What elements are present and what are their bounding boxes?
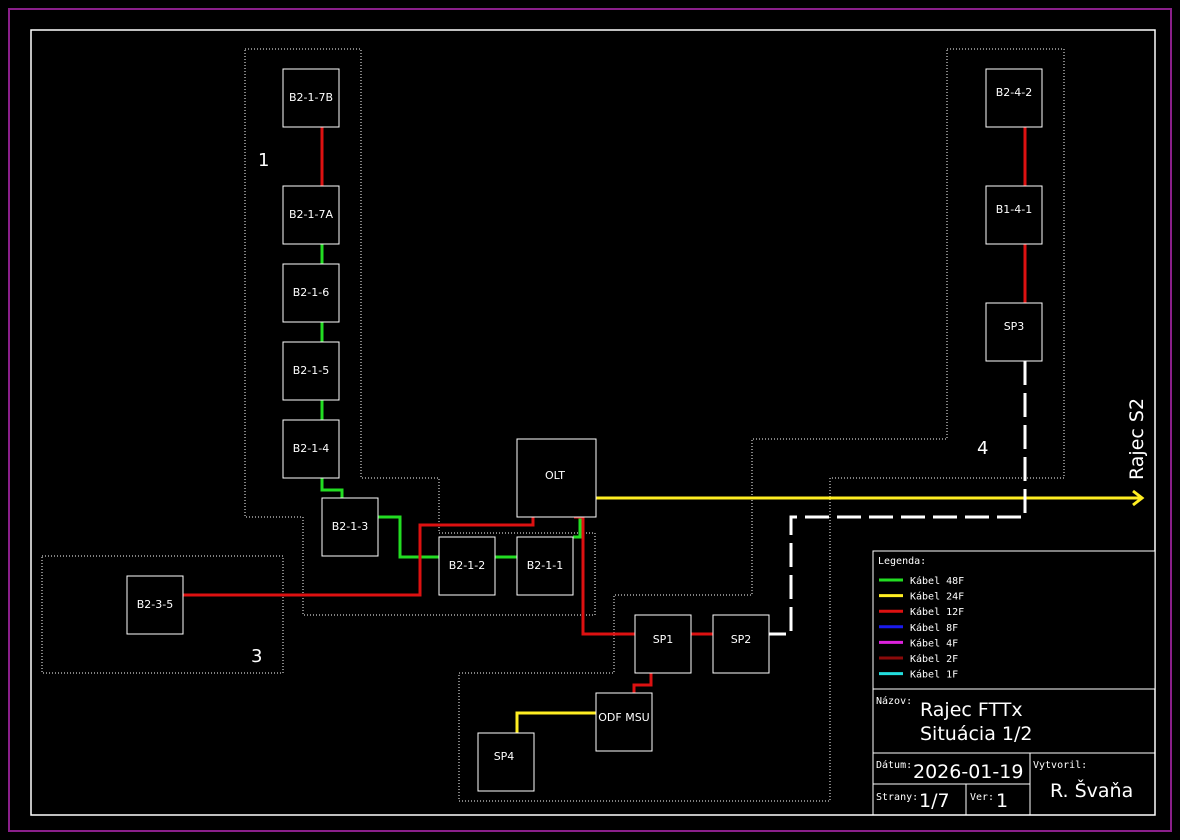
zone-4-outline bbox=[458, 48, 1065, 802]
zone-3-number: 3 bbox=[251, 646, 262, 667]
zone-4-number: 4 bbox=[977, 438, 988, 459]
author-value: R. Švaňa bbox=[1050, 778, 1133, 802]
node-label: B2-1-6 bbox=[293, 286, 329, 299]
node-label: B1-4-1 bbox=[996, 203, 1032, 216]
author-label: Vytvoril: bbox=[1033, 760, 1087, 771]
node-label: ODF MSU bbox=[598, 711, 649, 724]
node-label: SP2 bbox=[731, 633, 752, 646]
node-label: B2-1-1 bbox=[527, 559, 563, 572]
nodes: B2-1-7B B2-1-7A B2-1-6 B2-1-5 B2-1-4 B2-… bbox=[126, 68, 1043, 792]
inner-frame bbox=[30, 29, 1156, 816]
legend-label: Kábel 2F bbox=[910, 653, 958, 665]
node-sp2[interactable]: SP2 bbox=[712, 614, 770, 674]
version-value: 1 bbox=[996, 790, 1008, 812]
date-label: Dátum: bbox=[876, 759, 912, 771]
cable-sp1-odf bbox=[632, 673, 653, 693]
zone-1-number: 1 bbox=[258, 150, 269, 171]
cable-olt-b211 bbox=[573, 517, 582, 539]
node-odf-msu[interactable]: ODF MSU bbox=[595, 692, 653, 752]
node-label: B2-1-2 bbox=[449, 559, 485, 572]
node-b2-1-6[interactable]: B2-1-6 bbox=[282, 263, 340, 323]
node-b2-1-5[interactable]: B2-1-5 bbox=[282, 341, 340, 401]
name-label: Názov: bbox=[876, 695, 912, 707]
node-label: SP3 bbox=[1004, 320, 1025, 333]
cable-olt-sp1 bbox=[574, 515, 635, 636]
node-sp1[interactable]: SP1 bbox=[634, 614, 692, 674]
node-label: B2-1-4 bbox=[293, 442, 329, 455]
cable-b214-b213 bbox=[320, 478, 344, 498]
version-label: Ver: bbox=[970, 792, 994, 803]
node-b2-1-1[interactable]: B2-1-1 bbox=[516, 536, 574, 596]
legend-label: Kábel 12F bbox=[910, 606, 964, 618]
title-block bbox=[872, 688, 1156, 816]
arrow-head-icon bbox=[1132, 489, 1145, 507]
node-label: B2-1-7A bbox=[289, 208, 333, 221]
zone-1-outline bbox=[244, 48, 596, 616]
pages-label: Strany: bbox=[876, 792, 918, 803]
zone-3-outline bbox=[41, 555, 284, 674]
node-label: SP1 bbox=[653, 633, 674, 646]
cable-sp3-sp2-planned bbox=[769, 361, 1027, 636]
node-b2-1-4[interactable]: B2-1-4 bbox=[282, 419, 340, 479]
legend-label: Kábel 8F bbox=[910, 622, 958, 634]
node-label: B2-4-2 bbox=[996, 86, 1032, 99]
node-b2-1-2[interactable]: B2-1-2 bbox=[438, 536, 496, 596]
legend-label: Kábel 1F bbox=[910, 669, 958, 681]
legend-title: Legenda: bbox=[878, 556, 926, 567]
cable-b213-b212 bbox=[378, 515, 439, 559]
node-label: B2-3-5 bbox=[137, 598, 173, 611]
node-sp4[interactable]: SP4 bbox=[477, 732, 535, 792]
node-label: SP4 bbox=[494, 750, 515, 763]
node-label: OLT bbox=[545, 469, 565, 482]
node-olt[interactable]: OLT bbox=[516, 438, 597, 518]
legend-label: Kábel 48F bbox=[910, 575, 964, 587]
legend-label: Kábel 4F bbox=[910, 637, 958, 649]
pages-value: 1/7 bbox=[919, 790, 950, 812]
legend-box bbox=[872, 550, 1156, 690]
legend-items: Kábel 48F Kábel 24F Kábel 12F Kábel 8F Kábel… bbox=[879, 575, 964, 681]
date-value: 2026-01-19 bbox=[913, 761, 1023, 783]
node-b2-1-3[interactable]: B2-1-3 bbox=[321, 497, 379, 557]
node-b1-4-1[interactable]: B1-4-1 bbox=[985, 185, 1043, 245]
node-label: B2-1-3 bbox=[332, 520, 368, 533]
zone-outlines bbox=[41, 48, 1065, 802]
cable-b235-olt bbox=[183, 517, 535, 597]
legend-label: Kábel 24F bbox=[910, 591, 964, 603]
project-subtitle: Situácia 1/2 bbox=[920, 723, 1032, 745]
outer-frame bbox=[8, 8, 1172, 832]
node-label: B2-1-7B bbox=[289, 91, 333, 104]
node-b2-1-7a[interactable]: B2-1-7A bbox=[282, 185, 340, 245]
cable-odf-sp4 bbox=[515, 711, 596, 733]
node-b2-4-2[interactable]: B2-4-2 bbox=[985, 68, 1043, 128]
node-b2-1-7b[interactable]: B2-1-7B bbox=[282, 68, 340, 128]
node-b2-3-5[interactable]: B2-3-5 bbox=[126, 575, 184, 635]
output-label: Rajec S2 bbox=[1126, 398, 1148, 480]
node-label: B2-1-5 bbox=[293, 364, 329, 377]
project-name: Rajec FTTx bbox=[920, 699, 1023, 721]
node-sp3[interactable]: SP3 bbox=[985, 302, 1043, 362]
